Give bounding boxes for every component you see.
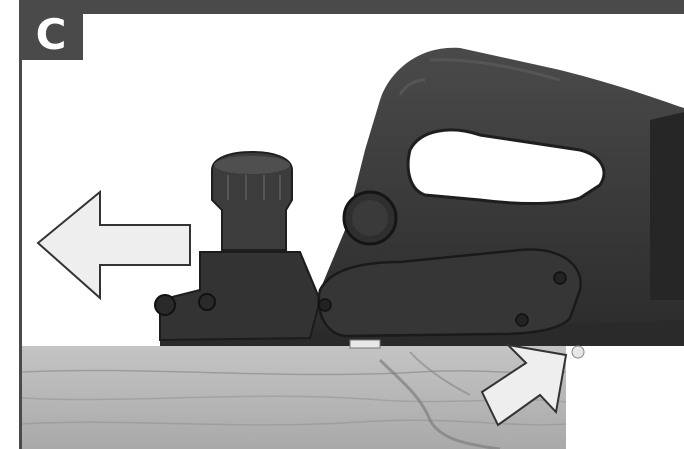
figure-label-badge: C	[19, 10, 83, 60]
electric-planer	[155, 48, 684, 358]
frame-left-line	[19, 0, 22, 449]
arrow-left-icon	[38, 192, 190, 298]
frame-top-bar	[19, 0, 684, 14]
